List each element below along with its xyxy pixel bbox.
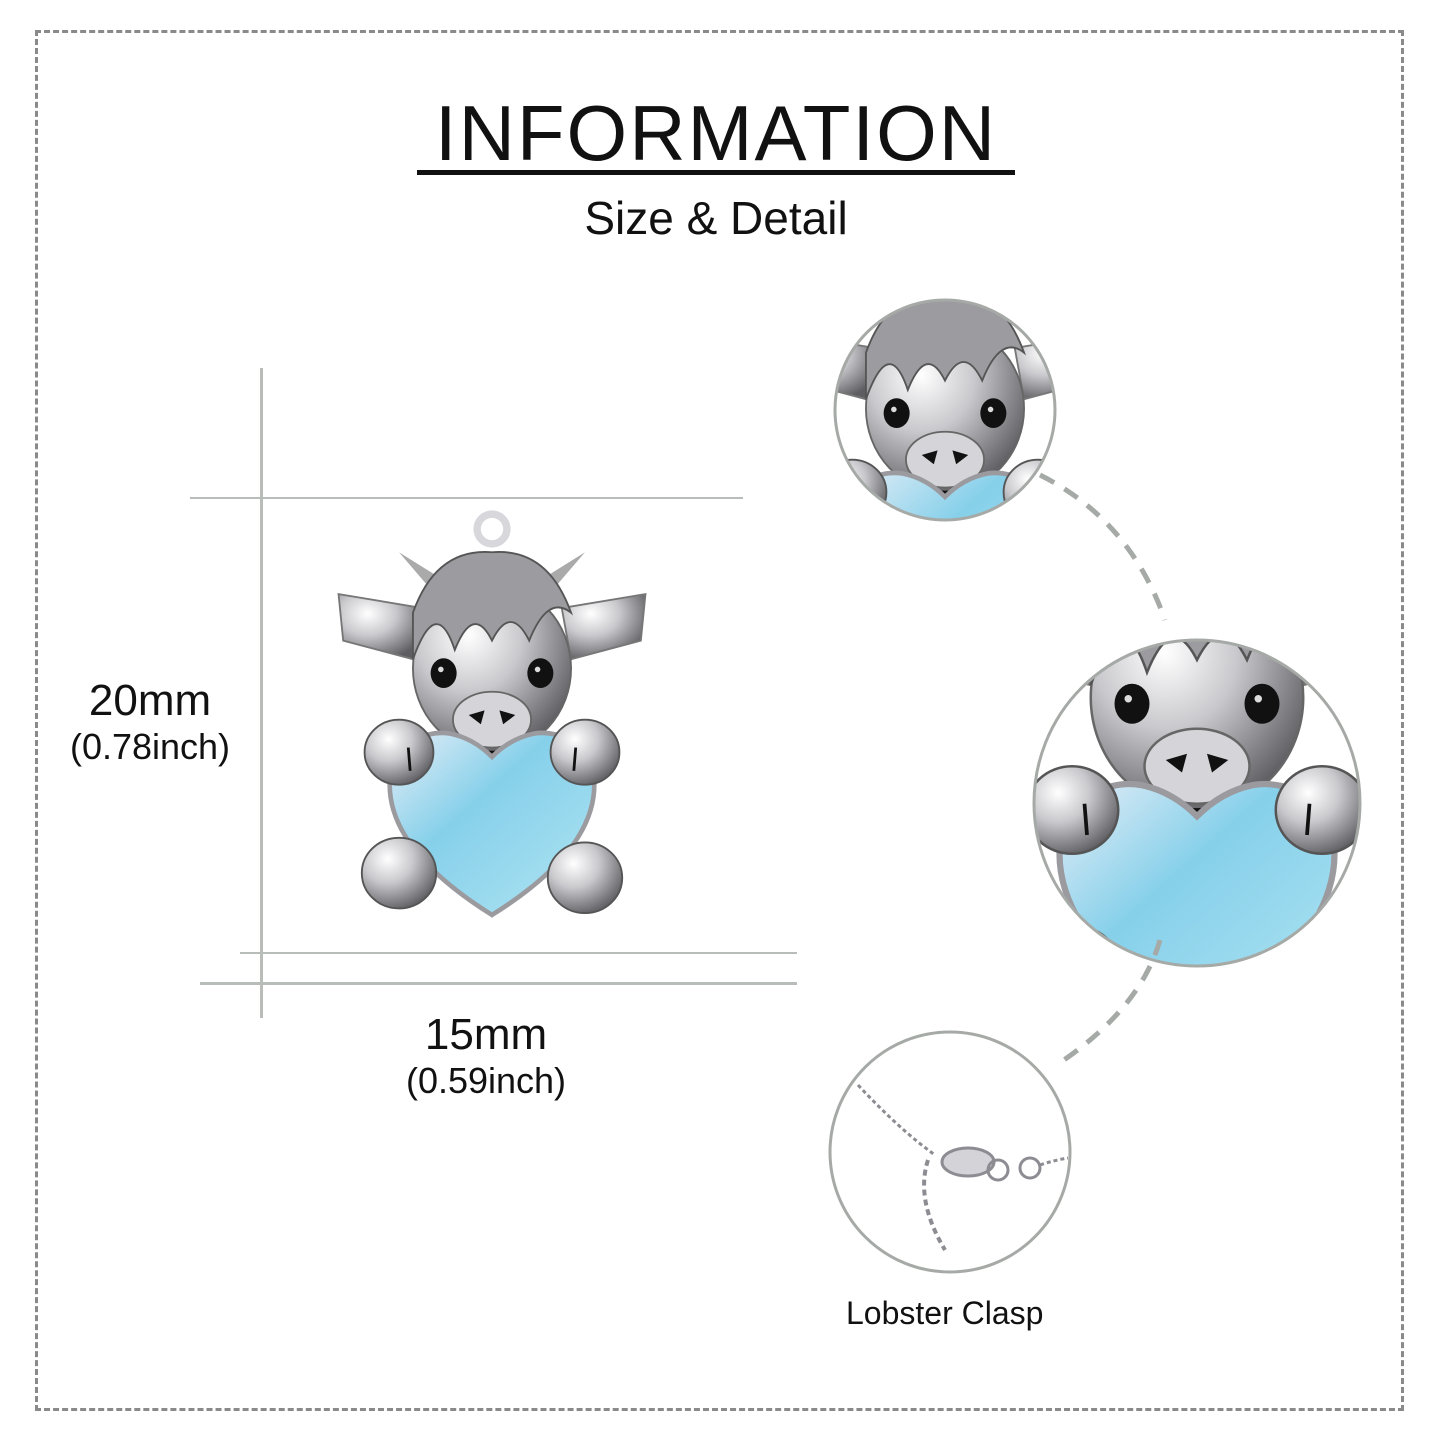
pendant-main-image (339, 514, 646, 915)
width-imperial: (0.59inch) (405, 1060, 567, 1101)
head-closeup-circle (833, 298, 1057, 522)
heart-closeup-image (991, 490, 1404, 1029)
heart-closeup-circle (1032, 638, 1362, 968)
height-imperial: (0.78inch) (69, 726, 231, 767)
connector-middle-to-bottom (1053, 939, 1163, 1069)
width-dimension-label: 15mm (0.59inch) (376, 1010, 596, 1102)
lobster-clasp-image (856, 1083, 1069, 1252)
vertical-dimension-line (260, 368, 263, 1018)
page-title: INFORMATION (434, 89, 998, 177)
top-guide-line (190, 497, 743, 499)
horizontal-dimension-line (200, 982, 797, 985)
height-metric: 20mm (88, 676, 212, 725)
page-subtitle: Size & Detail (584, 192, 848, 244)
clasp-caption: Lobster Clasp (846, 1295, 1044, 1331)
dashed-border-frame (35, 30, 1404, 1411)
title-underline (417, 170, 1015, 175)
height-dimension-label: 20mm (0.78inch) (40, 676, 260, 768)
width-metric: 15mm (424, 1010, 548, 1059)
head-closeup-image (792, 254, 1099, 655)
bottom-guide-line (240, 952, 797, 954)
connector-top-to-middle (1038, 472, 1168, 621)
